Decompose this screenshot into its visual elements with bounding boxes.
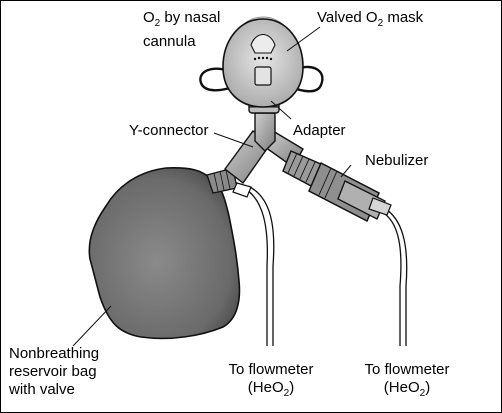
- reservoir-bag-label: Nonbreathing reservoir bag with valve: [9, 345, 100, 398]
- nebulizer-ridges: [318, 167, 338, 199]
- mask-valve-holes: [253, 56, 273, 61]
- left-flowmeter-label: To flowmeter (HeO2): [228, 361, 314, 399]
- reservoir-bag: [88, 167, 241, 340]
- valved-mask-label: Valved O2 mask: [317, 9, 424, 29]
- right-flowmeter-label: To flowmeter (HeO2): [364, 361, 450, 399]
- valved-o2-mask: [222, 18, 304, 108]
- adapter-label: Adapter: [293, 122, 346, 139]
- nebulizer-port: [368, 197, 392, 216]
- bag-neck-ridges: [213, 169, 231, 192]
- mask-straps: [199, 65, 324, 93]
- inlet-tube-ridges: [287, 152, 316, 183]
- nebulizer-label: Nebulizer: [365, 152, 429, 169]
- bag-flow-connector: [232, 182, 252, 198]
- y-connector-label: Y-connector: [129, 122, 209, 139]
- mask-nose-bridge: [250, 33, 276, 54]
- leader-lines: [72, 26, 352, 347]
- right-flowmeter-tubing: [383, 207, 408, 346]
- nasal-cannula-label: O2 by nasal cannula: [143, 9, 221, 50]
- mask-valve: [254, 66, 272, 86]
- left-flowmeter-tubing: [243, 185, 275, 346]
